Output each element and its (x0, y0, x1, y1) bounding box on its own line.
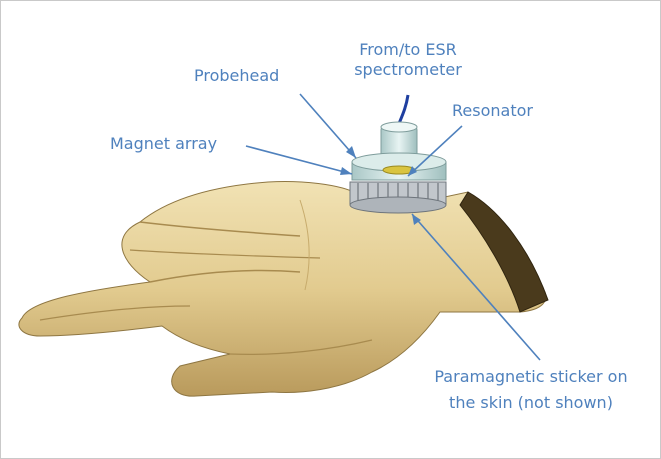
probehead-pointer (300, 94, 356, 158)
from-to-esr-line1: From/to ESR (340, 40, 476, 60)
sticker-line1: Paramagnetic sticker on (424, 367, 638, 387)
from-to-esr-label: From/to ESR spectrometer (340, 40, 476, 80)
resonator-label: Resonator (452, 101, 533, 121)
magnet-array-pointer (246, 146, 352, 174)
probehead-label: Probehead (194, 66, 279, 86)
paramagnetic-sticker-label: Paramagnetic sticker on the skin (not sh… (424, 367, 638, 413)
magnet-array-label: Magnet array (110, 134, 217, 154)
from-to-esr-line2: spectrometer (340, 60, 476, 80)
cable (398, 95, 408, 126)
magnet-ring-bottom (350, 197, 446, 213)
hand-illustration (19, 182, 548, 397)
sticker-line2: the skin (not shown) (424, 393, 638, 413)
magnet-array-arrowhead (340, 167, 352, 175)
probehead-tube-top (381, 122, 417, 132)
